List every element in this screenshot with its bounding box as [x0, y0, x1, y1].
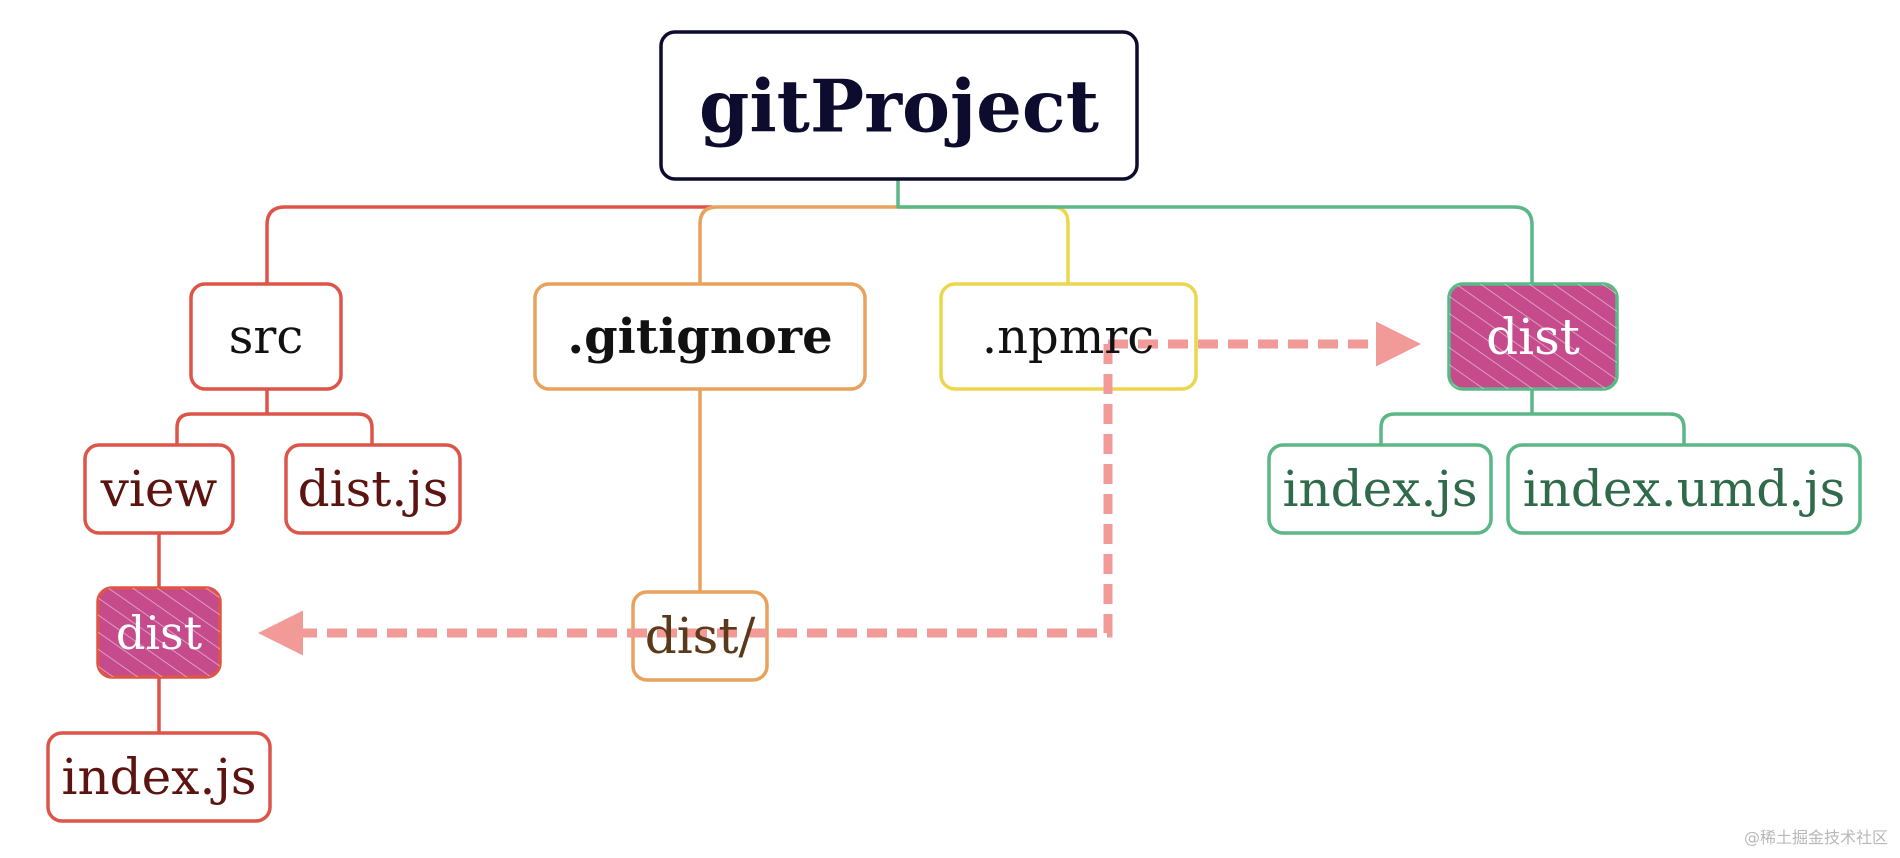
node-dist-js-label: dist.js	[298, 460, 449, 518]
node-dist-slash-label: dist/	[645, 607, 756, 665]
connector-root-src	[265, 205, 714, 285]
node-box-index-umd-js	[1506, 443, 1862, 535]
node-box-npmrc	[939, 282, 1198, 391]
node-index-umd-js-label: index.umd.js	[1523, 460, 1846, 518]
connectors	[157, 178, 1686, 735]
node-box-src	[189, 282, 343, 391]
nodes	[46, 30, 1862, 823]
connector-root-gitignore	[698, 205, 900, 285]
node-dist-src-label: dist	[116, 606, 203, 660]
node-src-label: src	[229, 309, 303, 365]
dashed-arrows	[258, 321, 1421, 656]
node-box-dist-root-hatch	[1449, 284, 1617, 389]
node-npmrc-label: .npmrc	[982, 309, 1154, 365]
arrow-npmrc-to-dist-src	[258, 344, 1113, 656]
node-box-root	[659, 30, 1139, 181]
node-box-index-js-src	[46, 731, 272, 823]
watermark-text: @稀土掘金技术社区	[1743, 828, 1888, 847]
connector-dist-children	[1379, 388, 1686, 447]
node-gitignore-label: .gitignore	[567, 309, 832, 365]
node-dist-root-label: dist	[1486, 308, 1580, 366]
connector-root-dist	[896, 178, 1534, 285]
connector-src-children	[175, 388, 374, 447]
node-box-index-js-dist	[1267, 443, 1493, 535]
node-view-label: view	[100, 460, 218, 518]
connector-root-npmrc	[896, 205, 1070, 285]
node-box-gitignore	[533, 282, 867, 391]
node-box-view	[83, 443, 235, 535]
node-box-dist-js	[284, 443, 462, 535]
node-root-label: gitProject	[699, 64, 1099, 149]
node-index-js-src-label: index.js	[61, 748, 256, 806]
node-box-dist-src-hatch	[98, 588, 220, 677]
node-index-js-dist-label: index.js	[1282, 460, 1477, 518]
labels: gitProject src .gitignore .npmrc dist vi…	[61, 64, 1845, 807]
